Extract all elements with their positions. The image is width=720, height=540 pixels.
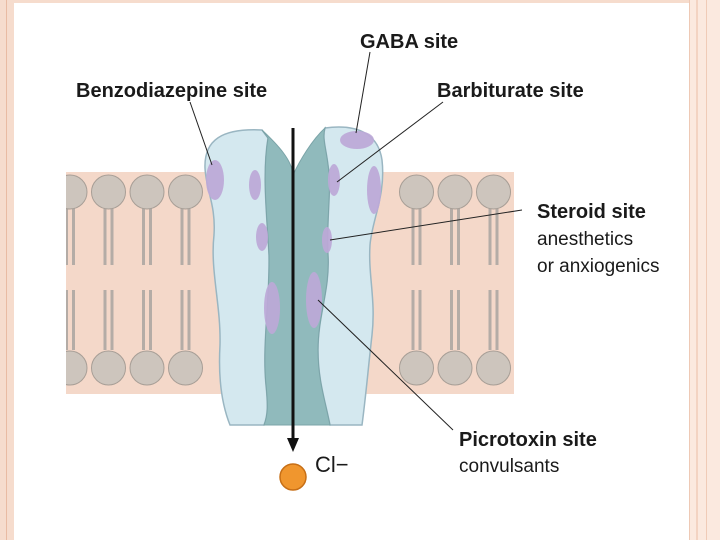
binding-site-left-3 — [256, 223, 268, 251]
leader-steroid — [329, 209, 523, 241]
picrotoxin-site-subtitle: convulsants — [459, 456, 559, 477]
slide-frame-top — [0, 0, 720, 3]
lipid-head — [399, 174, 434, 210]
channel-subunit-left — [204, 129, 294, 426]
steroid-binding-site — [322, 227, 332, 253]
lipid-head — [437, 350, 473, 386]
lipid-head — [476, 350, 511, 386]
leader-picrotoxin — [317, 299, 454, 431]
steroid-site-label: Steroid site — [537, 201, 646, 223]
leader-barbiturate — [336, 101, 444, 183]
binding-sites — [206, 131, 381, 334]
lipid-head — [399, 350, 434, 386]
lipid-head — [437, 174, 473, 210]
barbiturate-binding-site — [328, 164, 340, 196]
ion-flow-arrow — [287, 128, 299, 452]
gaba-site-label: GABA site — [360, 31, 458, 53]
picrotoxin-site-label: Picrotoxin site — [459, 429, 597, 451]
benzodiazepine-site-label: Benzodiazepine site — [76, 80, 267, 102]
lipid-head — [66, 350, 88, 386]
chloride-label: Cl− — [315, 452, 349, 477]
gaba-binding-site — [340, 131, 374, 149]
chloride-ion — [279, 463, 307, 491]
steroid-site-subtitle-1: anesthetics — [537, 229, 633, 250]
lipid-head — [129, 174, 165, 210]
lipid-head — [66, 174, 88, 210]
leader-benzodiazepine — [189, 101, 213, 166]
picrotoxin-binding-site — [306, 272, 322, 328]
binding-site-right-2 — [367, 166, 381, 214]
arrow-head — [287, 438, 299, 452]
steroid-site-subtitle-2: or anxiogenics — [537, 256, 660, 277]
lipid-head — [168, 350, 203, 386]
lipid-molecules — [66, 174, 511, 386]
benzodiazepine-binding-site — [206, 160, 224, 200]
lipid-head — [129, 350, 165, 386]
binding-site-left-2 — [249, 170, 261, 200]
barbiturate-site-label: Barbiturate site — [437, 80, 584, 102]
lipid-head — [476, 174, 511, 210]
slide-frame-right — [689, 0, 720, 540]
slide-frame-left — [0, 0, 14, 540]
lipid-head — [168, 174, 203, 210]
lipid-head — [91, 174, 126, 210]
leader-gaba — [355, 51, 371, 134]
binding-site-left-4 — [264, 282, 280, 334]
lipid-head — [91, 350, 126, 386]
leader-lines — [189, 51, 523, 431]
